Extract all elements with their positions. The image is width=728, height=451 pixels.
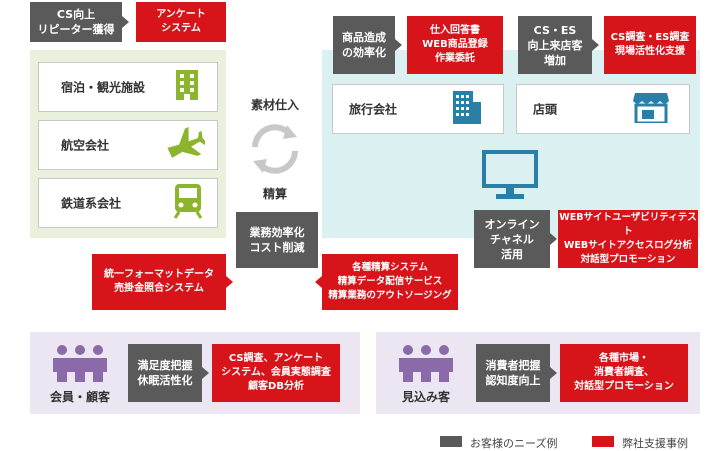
building-icon xyxy=(173,69,201,105)
people-icon xyxy=(50,342,110,382)
need-product-efficiency: 商品造成 の効率化 xyxy=(333,16,402,74)
card-railway[interactable]: 鉄道系会社 xyxy=(38,178,218,228)
support-cs-survey: CS調査、アンケート システム、会員実態調査 顧客DB分析 xyxy=(212,344,340,402)
need-satisfaction: 満足度把握 休眠活性化 xyxy=(128,344,209,402)
support-cs-es-survey: CS調査・ES調査 現場活性化支援 xyxy=(604,16,696,74)
legend-needs-swatch xyxy=(440,436,462,447)
legend-support-swatch xyxy=(592,436,614,447)
need-online-channel: オンライン チャネル 活用 xyxy=(474,210,557,268)
need-efficiency-cost: 業務効率化 コスト削減 xyxy=(236,212,318,268)
support-survey-system: アンケート システム xyxy=(136,2,226,42)
label-settlement: 精算 xyxy=(262,187,287,201)
card-travel-label: 旅行会社 xyxy=(349,102,398,117)
need-cs-es: CS・ES 向上来店客 増加 xyxy=(518,16,599,74)
airplane-icon xyxy=(165,126,208,164)
legend-support-label: 弊社支援事例 xyxy=(622,437,688,450)
support-unified-format: 統一フォーマットデータ 売掛金照合システム xyxy=(92,254,233,310)
panel-members: 会員・顧客 満足度把握 休眠活性化 CS調査、アンケート システム、会員実態調査… xyxy=(30,332,360,414)
need-consumer-awareness: 消費者把握 認知度向上 xyxy=(476,344,557,402)
support-web-registration: 仕入回答書 WEB商品登録 作業委託 xyxy=(407,16,503,74)
right-panel: 旅行会社 店頭 xyxy=(322,50,700,238)
left-panel: 宿泊・観光施設 航空会社 鉄道系会社 xyxy=(30,50,226,238)
card-airline-label: 航空会社 xyxy=(61,138,110,153)
support-settlement-systems: 各種精算システム 精算データ配信サービス 精算業務のアウトソージング xyxy=(315,254,458,310)
card-store-label: 店頭 xyxy=(533,102,558,117)
support-market-research: 各種市場・ 消費者調査、 対話型プロモーション xyxy=(560,344,688,402)
support-web-usability: WEBサイトユーザビリティテスト WEBサイトアクセスログ分析 対話型プロモーシ… xyxy=(558,210,698,268)
legend-needs-label: お客様のニーズ例 xyxy=(470,437,558,450)
need-cs-repeater: CS向上 リピーター獲得 xyxy=(30,2,129,42)
store-icon xyxy=(633,91,669,127)
card-lodging[interactable]: 宿泊・観光施設 xyxy=(38,62,218,112)
train-icon xyxy=(173,183,203,223)
cycle-arrows-icon xyxy=(243,117,307,181)
segment-members-label: 会員・顧客 xyxy=(49,390,110,404)
card-airline[interactable]: 航空会社 xyxy=(38,120,218,170)
people-icon xyxy=(396,342,456,382)
label-procurement: 素材仕入 xyxy=(250,98,299,112)
card-railway-label: 鉄道系会社 xyxy=(61,196,122,211)
segment-prospects-label: 見込み客 xyxy=(401,390,450,404)
panel-prospects: 見込み客 消費者把握 認知度向上 各種市場・ 消費者調査、 対話型プロモーション xyxy=(376,332,700,414)
card-travel-agency[interactable]: 旅行会社 xyxy=(332,84,504,134)
card-lodging-label: 宿泊・観光施設 xyxy=(61,80,146,95)
monitor-icon xyxy=(482,150,538,202)
office-building-icon xyxy=(451,90,481,128)
card-storefront[interactable]: 店頭 xyxy=(516,84,690,134)
